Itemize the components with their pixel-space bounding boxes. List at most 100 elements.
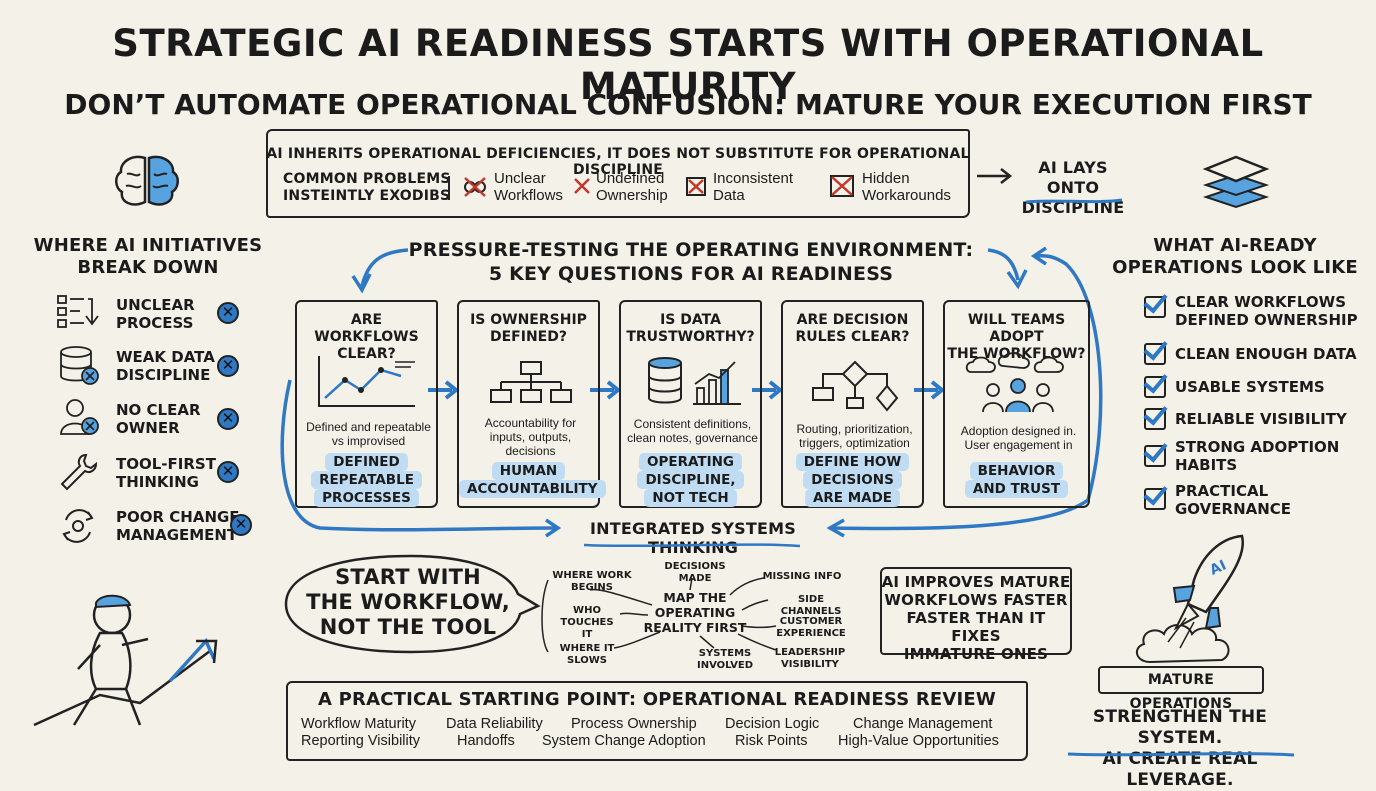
ready-item: USABLE SYSTEMS <box>1175 378 1325 396</box>
mindmap-branches <box>541 577 777 653</box>
page-title: STRATEGIC AI READINESS STARTS WITH OPERA… <box>112 22 1264 108</box>
review-title: A PRACTICAL STARTING POINT: OPERATIONAL … <box>318 689 996 710</box>
underline-accent <box>1025 198 1123 204</box>
question-description: Consistent definitions,clean notes, gove… <box>627 417 758 445</box>
review-item: Reporting Visibility <box>301 733 421 749</box>
checkbox-icon <box>1144 343 1166 365</box>
question-description: Adoption designed in.User engagement in <box>960 424 1077 452</box>
underline-accent <box>583 543 801 548</box>
database-chart-icon <box>648 357 741 405</box>
checkbox-icon <box>1144 296 1166 318</box>
checkbox-icon <box>1144 376 1166 398</box>
database-icon <box>60 346 99 385</box>
process-flow-icon <box>57 295 99 328</box>
mindmap-node: MISSING INFO <box>762 571 842 582</box>
x-circle-icon: ✕ <box>217 302 239 324</box>
line-chart-icon <box>318 356 415 407</box>
change-cycle-icon <box>62 509 94 543</box>
wrench-icon <box>60 453 98 491</box>
divider <box>448 176 450 200</box>
crossed-box-icon <box>686 177 706 196</box>
x-circle-icon: ✕ <box>217 408 239 430</box>
team-icon <box>965 352 1064 413</box>
brain-icon <box>115 155 179 206</box>
ready-item: CLEAN ENOUGH DATA <box>1175 345 1357 363</box>
person-icon <box>60 399 99 435</box>
mindmap-node: SIDE CHANNELS <box>780 594 842 617</box>
speech-bubble <box>284 554 541 654</box>
climber-illustration <box>33 594 218 727</box>
layers-icon <box>1202 155 1270 209</box>
deficiency-heading: AI INHERITS OPERATIONAL DEFICIENCIES, IT… <box>266 146 970 178</box>
flowchart-icon <box>812 360 899 412</box>
x-circle-icon: ✕ <box>230 514 252 536</box>
org-chart-icon <box>490 361 572 403</box>
x-circle-icon: ✕ <box>217 461 239 483</box>
underline-accent <box>1067 752 1295 757</box>
review-item: Data Reliability <box>446 716 543 732</box>
checkbox-icon <box>1144 408 1166 430</box>
ready-item: RELIABLE VISIBILITY <box>1175 410 1347 428</box>
review-item: Risk Points <box>735 733 808 749</box>
review-item: Process Ownership <box>571 716 697 732</box>
broken-link-icon <box>464 177 486 197</box>
review-item: Change Management <box>853 716 993 732</box>
mindmap-node: DECISIONS MADE <box>664 561 726 584</box>
checkbox-icon <box>1144 445 1166 467</box>
review-item: System Change Adoption <box>542 733 706 749</box>
review-item: Workflow Maturity <box>301 716 416 732</box>
arrow-to-ai-lays <box>977 168 1013 184</box>
integrated-systems-thinking: INTEGRATED SYSTEMS THINKING <box>590 519 796 557</box>
closing-statement: STRENGTHEN THE SYSTEM.AI CREATE REAL LEV… <box>1092 707 1268 790</box>
review-item: Decision Logic <box>725 716 820 732</box>
review-item: Handoffs <box>457 733 515 749</box>
checkbox-icon <box>1144 488 1166 510</box>
page-subtitle: DON’T AUTOMATE OPERATIONAL CONFUSION: MA… <box>64 88 1312 121</box>
readiness-review-box <box>286 681 1028 761</box>
x-mark-icon <box>574 178 590 194</box>
loop-arrows <box>280 246 1103 538</box>
review-item: High-Value Opportunities <box>838 733 999 749</box>
center-title: PRESSURE-TESTING THE OPERATING ENVIRONME… <box>408 239 974 285</box>
rocket-icon <box>1135 534 1245 664</box>
mature-operations-label: MATURE OPERATIONS <box>1098 666 1264 712</box>
hidden-box-icon <box>830 175 854 197</box>
deficiency-box <box>266 129 970 218</box>
